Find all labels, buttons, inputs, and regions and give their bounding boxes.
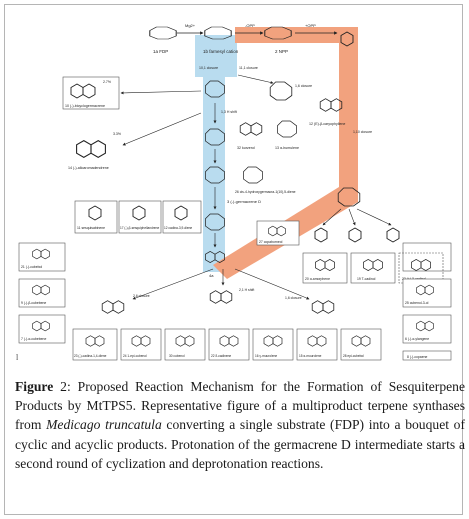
svg-text:10,1 closure: 10,1 closure bbox=[199, 66, 218, 70]
box-copaene bbox=[402, 350, 452, 361]
figure-caption: Figure 2: Proposed Reaction Mechanism fo… bbox=[15, 377, 465, 473]
svg-text:20 α-amorphene: 20 α-amorphene bbox=[305, 277, 330, 281]
svg-text:3 (-)-germacrene D: 3 (-)-germacrene D bbox=[227, 199, 261, 204]
svg-text:8 (-)-copaene: 8 (-)-copaene bbox=[407, 355, 427, 359]
box-ylangene-2 bbox=[402, 314, 452, 344]
box-gamma-muurolene bbox=[252, 328, 294, 361]
svg-text:26 cis-4-hydroxygermacra-1(10): 26 cis-4-hydroxygermacra-1(10),5-diene bbox=[235, 190, 296, 194]
box-alpha-muurolene bbox=[296, 328, 338, 361]
svg-text:23 (-)-cadina-1,4-diene: 23 (-)-cadina-1,4-diene bbox=[74, 354, 107, 358]
svg-text:1,3 H shift: 1,3 H shift bbox=[221, 110, 237, 114]
box-epi-cubebol bbox=[340, 328, 382, 361]
box-epi-cubenol bbox=[120, 328, 162, 361]
figure-frame: 1a FDP 1b farnesyl cation 2 NPP Mg2+ -OP… bbox=[4, 4, 465, 515]
svg-text:12 cadina-3,9-diene: 12 cadina-3,9-diene bbox=[164, 226, 192, 230]
caption-label: Figure bbox=[15, 379, 54, 394]
svg-text:13 α-humulene: 13 α-humulene bbox=[275, 146, 299, 150]
label-opp-minus: -OPP bbox=[245, 23, 255, 28]
label-fdp: 1a FDP bbox=[153, 49, 168, 54]
reaction-scheme-svg: 1a FDP 1b farnesyl cation 2 NPP Mg2+ -OP… bbox=[18, 23, 452, 361]
label-mg: Mg2+ bbox=[185, 23, 196, 28]
blue-pathway-band bbox=[195, 35, 237, 272]
box-bicyclogermacrene bbox=[62, 76, 120, 110]
svg-text:10 (-)-bicyclogermacrene: 10 (-)-bicyclogermacrene bbox=[65, 104, 105, 108]
svg-text:2,1 H shift: 2,1 H shift bbox=[239, 288, 254, 292]
box-copaborneol bbox=[256, 220, 300, 246]
svg-text:24 1-epi-cubenol: 24 1-epi-cubenol bbox=[123, 354, 147, 358]
svg-text:6 (-)-α-ylangene: 6 (-)-α-ylangene bbox=[405, 337, 429, 341]
svg-text:12 (E)-β-caryophyllene: 12 (E)-β-caryophyllene bbox=[309, 122, 345, 126]
svg-text:1,6 closure: 1,6 closure bbox=[295, 84, 312, 88]
label-plus-opp: +OPP bbox=[305, 23, 316, 28]
label-npp: 2 NPP bbox=[275, 49, 288, 54]
svg-text:30 cubenol: 30 cubenol bbox=[169, 354, 185, 358]
svg-text:2.7%: 2.7% bbox=[103, 80, 111, 84]
box-delta-cadinene bbox=[208, 328, 250, 361]
svg-text:15 α-muurolene: 15 α-muurolene bbox=[299, 354, 322, 358]
caption-species: Medicago truncatula bbox=[46, 417, 162, 433]
orange-pathway-band-top bbox=[235, 27, 358, 43]
svg-text:27 copaborneol: 27 copaborneol bbox=[259, 240, 283, 244]
svg-text:25 cubenol-3-ol: 25 cubenol-3-ol bbox=[405, 301, 429, 305]
svg-text:1,10 closure: 1,10 closure bbox=[353, 130, 372, 134]
fdp-molecule bbox=[149, 26, 177, 40]
svg-text:21 (-)-cubebol: 21 (-)-cubebol bbox=[21, 265, 42, 269]
caption-text-part2: converting a single substrate (FDP) into… bbox=[15, 417, 465, 471]
svg-text:17 (-)-β-sesquiphellandrene: 17 (-)-β-sesquiphellandrene bbox=[120, 226, 159, 230]
box-cubenol-ol bbox=[402, 278, 452, 308]
svg-text:14 (-)-alloaromadendrene: 14 (-)-alloaromadendrene bbox=[68, 166, 109, 170]
svg-text:28 epi-cubebol: 28 epi-cubebol bbox=[343, 354, 364, 358]
box-cubenol bbox=[164, 328, 206, 361]
caption-text-part1: : Proposed Reaction Mechanism for the Fo… bbox=[15, 379, 465, 433]
svg-text:4a: 4a bbox=[209, 273, 214, 278]
orange-pathway-band-right bbox=[339, 27, 358, 202]
reaction-scheme: 1a FDP 1b farnesyl cation 2 NPP Mg2+ -OP… bbox=[13, 17, 458, 362]
svg-text:16 γ-muurolene: 16 γ-muurolene bbox=[255, 354, 277, 358]
svg-text:22 δ-cadinene: 22 δ-cadinene bbox=[211, 354, 231, 358]
svg-text:1,6 closure: 1,6 closure bbox=[285, 296, 302, 300]
figure-corner-mark: l bbox=[16, 353, 19, 362]
svg-text:3.3%: 3.3% bbox=[113, 132, 121, 136]
aromadendrene-molecule bbox=[76, 140, 106, 158]
box-cadina-diene bbox=[72, 328, 118, 361]
box-ylangene bbox=[402, 242, 452, 272]
svg-text:19 T-cadinol: 19 T-cadinol bbox=[357, 277, 376, 281]
svg-text:11 sesquisabinene: 11 sesquisabinene bbox=[77, 226, 105, 230]
svg-text:11,1 closure: 11,1 closure bbox=[239, 66, 258, 70]
label-farnesyl-cation: 1b farnesyl cation bbox=[203, 49, 239, 54]
svg-text:7 (-)-α-cubebene: 7 (-)-α-cubebene bbox=[21, 337, 46, 341]
svg-text:32 kurzerol: 32 kurzerol bbox=[237, 146, 255, 150]
svg-text:9 (-)-β-cubebene: 9 (-)-β-cubebene bbox=[21, 301, 46, 305]
caption-number: 2 bbox=[60, 379, 67, 394]
